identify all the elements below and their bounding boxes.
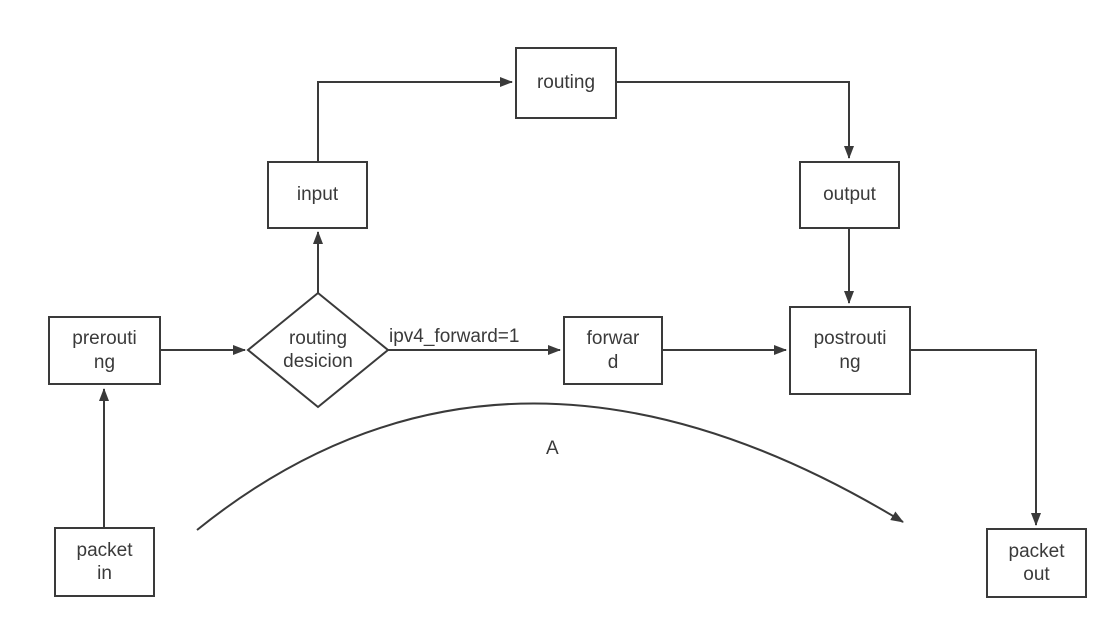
node-output-label: output [823,184,876,206]
edge-postrouting-to-packetout [911,349,1041,526]
node-routing-label: routing [536,72,596,94]
node-forward-label: forwar d [586,328,640,373]
node-routing-decision-label-box: routing desicion [258,324,378,376]
node-routing-decision-label: routing desicion [283,327,353,372]
node-routing: routing [515,47,617,119]
edge-label-ipv4-forward: ipv4_forward=1 [389,326,520,347]
node-postrouting: postrouti ng [789,306,911,395]
node-input: input [267,161,368,229]
edge-bypass-curve [196,402,904,531]
node-packet-out-label: packet out [1008,540,1065,585]
node-prerouting-label: prerouti ng [72,328,137,373]
node-output: output [799,161,900,229]
edge-routing-to-output [617,81,854,159]
node-routing-decision-diamond [246,291,390,409]
node-input-label: input [296,184,339,206]
node-postrouting-label: postrouti ng [813,328,887,373]
node-packet-out: packet out [986,528,1087,598]
node-prerouting: prerouti ng [48,316,161,385]
node-forward: forwar d [563,316,663,385]
edge-input-to-routing [317,77,513,161]
node-packet-in-label: packet in [76,539,133,584]
edge-label-a: A [546,438,559,459]
node-packet-in: packet in [54,527,155,597]
